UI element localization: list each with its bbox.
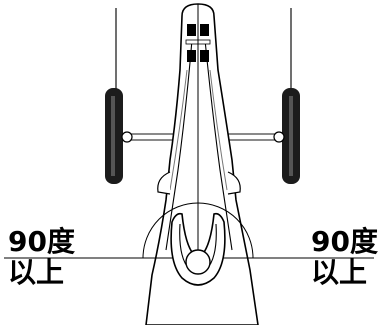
- seat-outer: [170, 212, 226, 286]
- angle-label-right-line1: 90度: [311, 225, 378, 258]
- frame-contour-right: [209, 69, 228, 191]
- angle-arc-icon: [142, 202, 254, 259]
- frame-inner-left: [165, 39, 193, 251]
- right-wheel-icon: [273, 88, 300, 184]
- left-foot-peg: [157, 171, 171, 195]
- left-wheel-icon: [105, 88, 133, 184]
- frame-contour-left: [169, 69, 188, 191]
- angle-label-right: 90度 以上: [311, 225, 378, 289]
- seat-cushion: [185, 249, 211, 275]
- angle-label-left: 90度 以上: [8, 225, 75, 289]
- angle-label-right-line2: 以上: [311, 255, 368, 289]
- frame-inner-right: [204, 39, 233, 251]
- angle-label-left-line2: 以上: [8, 255, 65, 289]
- angle-label-left-line1: 90度: [8, 225, 75, 258]
- right-foot-peg: [227, 171, 241, 195]
